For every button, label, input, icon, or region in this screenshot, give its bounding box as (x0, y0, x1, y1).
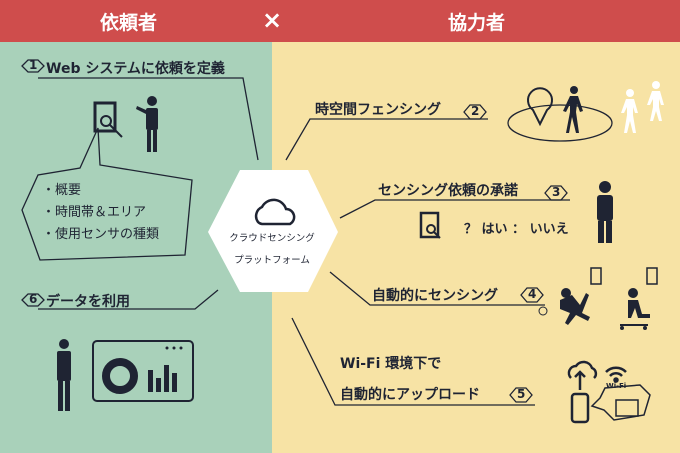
step5-badge (509, 387, 533, 403)
requirements-list: ・概要 ・時間帯＆エリア ・使用センサの種類 (42, 180, 159, 246)
step6-connector (38, 289, 219, 310)
step1-label: Web システムに依頼を定義 (46, 61, 225, 77)
sensor-phone-icon (590, 267, 658, 285)
document-search-icon (93, 101, 123, 138)
step4-connector (329, 271, 545, 306)
step5-label-line1: Wi-Fi 環境下で (340, 356, 442, 372)
step4-label: 自動的にセンシング (372, 288, 498, 304)
step4-badge (520, 287, 544, 303)
cloud-icon (254, 198, 296, 226)
platform-hexagon (208, 170, 338, 292)
step5-label-line2: 自動的にアップロード (340, 387, 480, 403)
step6-label: データを利用 (46, 294, 130, 310)
step2-connector (285, 118, 488, 161)
step1-number: 1 (29, 58, 38, 72)
cloud-upload-icon (567, 360, 598, 390)
step2-number: 2 (471, 104, 480, 118)
header-bar (0, 0, 680, 42)
step1-connector (38, 77, 259, 161)
request-document-icon (419, 211, 441, 239)
step5-number: 5 (517, 387, 526, 401)
businessman-icon (136, 96, 158, 152)
wifi-label: Wi-Fi (606, 382, 627, 390)
requirement-overview: ・概要 (42, 183, 82, 198)
person-with-phone-icon (597, 181, 613, 243)
requirement-sensor-type: ・使用センサの種類 (42, 227, 160, 242)
location-clock-icon (527, 87, 553, 127)
smartphone-icon (570, 392, 590, 424)
scooter-rider-icon (620, 288, 650, 330)
data-file-bubble-icon (590, 384, 651, 421)
platform-label-line1: クラウドセンシング (229, 233, 315, 244)
requirement-time-area: ・時間帯＆エリア (42, 205, 147, 220)
step2-badge (463, 104, 487, 120)
collaborator-title: 協力者 (448, 12, 506, 34)
step2-label: 時空間フェンシング (315, 102, 441, 118)
step3-badge (544, 185, 568, 201)
step5-connector (291, 317, 535, 406)
step6-badge (21, 293, 45, 307)
wifi-icon (605, 366, 627, 383)
cross-symbol: × (262, 6, 283, 34)
step3-label: センシング依頼の承諾 (378, 183, 518, 199)
step3-number: 3 (552, 185, 561, 199)
analyst-icon (57, 339, 71, 411)
dashboard-icon (92, 340, 194, 402)
requirements-bubble (21, 127, 193, 261)
step6-number: 6 (29, 292, 38, 306)
tennis-player-icon (538, 288, 590, 325)
requester-title: 依頼者 (100, 12, 158, 34)
step4-number: 4 (528, 287, 537, 301)
walking-person-icon (563, 86, 583, 133)
step1-badge (21, 59, 45, 73)
other-people-icon (621, 81, 664, 133)
platform-label-line2: プラットフォーム (234, 255, 310, 266)
accept-prompt: ？ はい ： いいえ (464, 222, 569, 237)
step3-connector (339, 199, 570, 219)
